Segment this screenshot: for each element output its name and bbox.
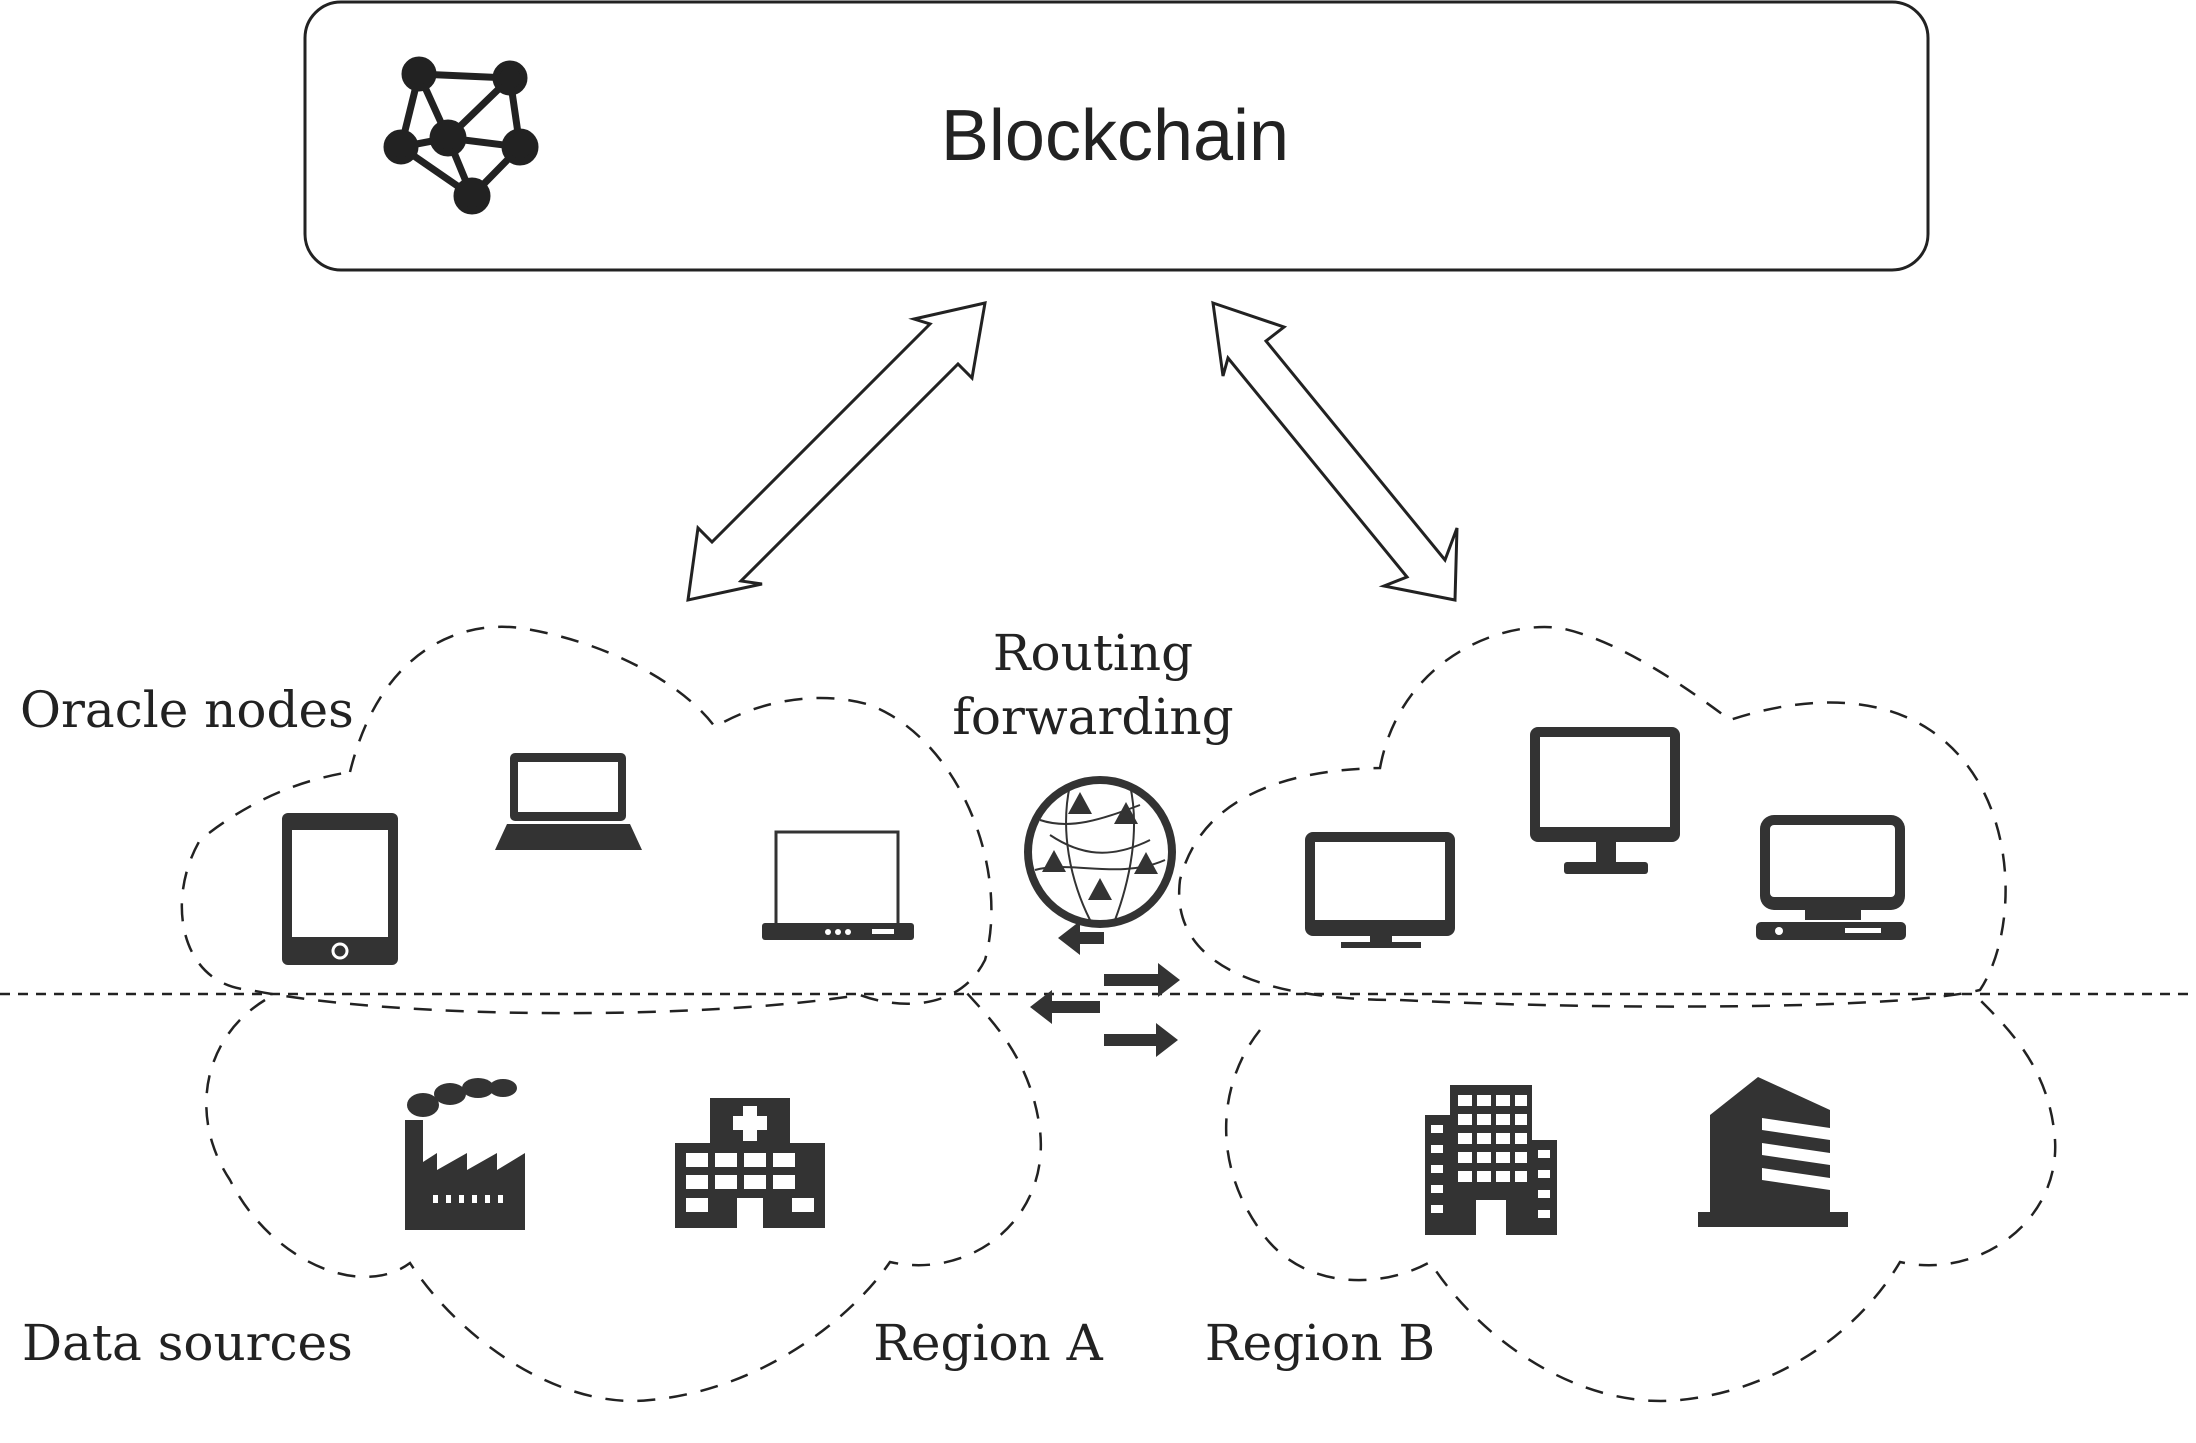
hospital-icon [675, 1098, 825, 1228]
label-routing-line2: forwarding [952, 688, 1233, 746]
monitor-icon [1305, 832, 1455, 948]
cloud-data-region-a [205, 984, 1043, 1403]
monitor-icon [1530, 727, 1680, 874]
cloud-oracle-region-b [1177, 625, 2007, 1008]
blockchain-title: Blockchain [941, 96, 1289, 176]
exchange-arrows-icon [1030, 921, 1180, 1057]
cloud-data-region-b [1225, 999, 2057, 1403]
clouds [180, 625, 2057, 1403]
network-graph-icon [383, 56, 539, 215]
office-building-icon [1425, 1085, 1557, 1235]
label-data-sources: Data sources [22, 1314, 353, 1372]
label-routing-line1: Routing [993, 624, 1193, 682]
cloud-oracle-region-a [180, 625, 993, 1015]
double-arrow-left [686, 301, 987, 602]
laptop-icon [495, 753, 642, 850]
globe-network-icon [1024, 776, 1176, 928]
double-arrow-right [1211, 300, 1459, 602]
label-region-b: Region B [1205, 1314, 1435, 1372]
label-oracle-nodes: Oracle nodes [20, 681, 354, 739]
blockchain-box: Blockchain [303, 0, 1930, 272]
tablet-icon [282, 813, 398, 965]
label-region-a: Region A [873, 1314, 1103, 1372]
factory-icon [405, 1078, 525, 1230]
desktop-computer-icon [1756, 815, 1906, 940]
office-building-icon [1698, 1077, 1848, 1227]
laptop-icon [762, 830, 914, 940]
